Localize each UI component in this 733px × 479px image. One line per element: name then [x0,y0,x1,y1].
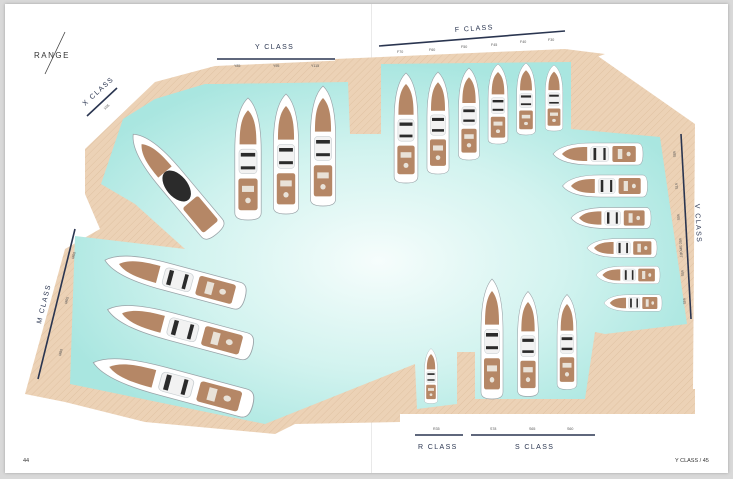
yacht-s65 [517,290,539,398]
svg-text:F70: F70 [397,50,403,54]
svg-text:M65: M65 [64,296,70,304]
svg-text:S78: S78 [490,427,496,431]
yacht-v55 [595,265,661,285]
svg-text:Y85: Y85 [234,64,240,68]
y-class-label: Y CLASS Y85 Y95 Y115 [217,44,335,68]
svg-text:X CLASS: X CLASS [82,76,116,108]
svg-text:S CLASS: S CLASS [515,444,554,451]
marina-illustration: RANGE Y CLASS Y85 Y95 Y115 F CLASS F70 F… [25,24,702,451]
y-class-yachts [234,85,337,221]
svg-text:Y95: Y95 [273,64,279,68]
svg-text:V85: V85 [672,151,676,158]
range-logo: RANGE [34,31,70,75]
yacht-f70 [393,72,419,184]
svg-text:F60: F60 [429,48,435,52]
svg-text:V60 SPORT: V60 SPORT [678,238,683,259]
yacht-y115 [309,85,337,207]
yacht-s60 [556,294,578,390]
r-class-label: R35 R CLASS [415,427,463,451]
yacht-s78 [480,278,504,400]
yacht-f50 [458,67,480,161]
svg-text:F50: F50 [461,45,467,49]
svg-text:M60: M60 [71,251,77,259]
svg-text:V65: V65 [676,214,680,221]
svg-text:Y CLASS: Y CLASS [255,44,294,51]
yacht-f30 [544,64,564,132]
yacht-r35 [424,348,438,404]
yacht-y95 [272,93,300,215]
svg-text:F45: F45 [491,43,497,47]
svg-text:X95: X95 [103,103,110,110]
x-class-label: X CLASS X95 [82,76,118,117]
r-class-yachts [424,348,438,404]
svg-text:R CLASS: R CLASS [418,444,458,451]
svg-text:V75: V75 [674,183,678,190]
svg-text:V45: V45 [682,298,686,305]
brand-title: RANGE [34,51,70,60]
yacht-v65 [570,207,652,229]
yacht-f40 [516,62,536,136]
svg-text:F40: F40 [520,40,526,44]
f-class-label: F CLASS F70 F60 F50 F45 F40 F30 [378,24,566,54]
svg-text:V CLASS: V CLASS [693,204,702,244]
yacht-f60 [426,71,450,175]
svg-text:F30: F30 [548,38,554,42]
svg-text:R35: R35 [433,427,440,431]
yacht-y85 [234,97,262,221]
svg-text:S65: S65 [529,427,535,431]
svg-text:S60: S60 [567,427,573,431]
yacht-v75 [562,174,648,198]
yacht-v85 [552,142,644,166]
v-class-label: V CLASS V85 V75 V65 V60 SPORT V55 V45 [672,133,702,320]
yacht-v60-sport [586,238,658,258]
yacht-v45 [603,294,663,312]
s-class-label: S78 S65 S60 S CLASS [471,427,595,451]
page-number-right: 45 [702,458,709,464]
svg-text:Y115: Y115 [311,64,319,68]
svg-text:F CLASS: F CLASS [455,24,494,34]
footer-section-label: Y CLASS / [675,458,702,464]
yacht-f45 [487,63,509,145]
page-number-left: 44 [23,458,30,464]
svg-text:M80: M80 [58,348,64,356]
brochure-spread: RANGE Y CLASS Y85 Y95 Y115 F CLASS F70 F… [5,4,728,473]
footer-section: Y CLASS / 45 [675,458,709,464]
svg-text:V55: V55 [680,270,684,277]
